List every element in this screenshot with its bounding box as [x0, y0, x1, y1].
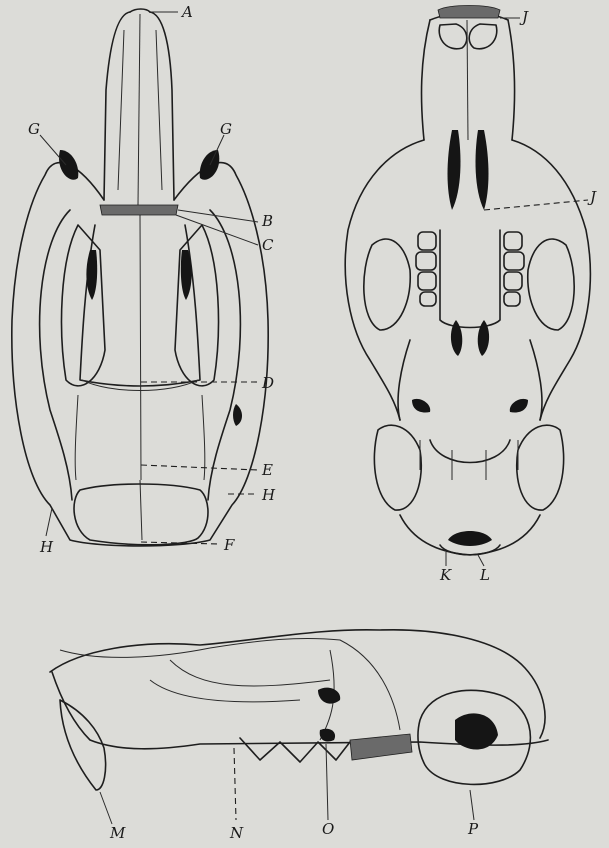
label-P: P [467, 820, 479, 838]
label-F: F [223, 536, 235, 554]
label-K: K [439, 566, 452, 584]
molar-row-right [504, 232, 524, 306]
label-J-middle: J [587, 188, 597, 206]
skull-ventral-view [345, 6, 590, 567]
label-L: L [479, 566, 490, 584]
label-A: A [180, 3, 193, 21]
label-H-right: H [261, 486, 276, 504]
label-B: B [261, 212, 273, 230]
label-N: N [229, 824, 244, 842]
label-H-left: H [39, 538, 54, 556]
label-G-left: G [28, 120, 40, 138]
figure-labels: A B C D E H F G G H J J K L M N O P [28, 3, 597, 842]
label-G-right: G [220, 120, 232, 138]
label-D: D [261, 374, 274, 392]
skull-dorsal-view [12, 9, 268, 546]
label-J-top: J [519, 8, 529, 26]
label-E: E [261, 461, 273, 479]
label-M: M [109, 824, 126, 842]
label-C: C [262, 236, 274, 254]
label-O: O [322, 820, 334, 838]
molar-row-left [416, 232, 436, 306]
skull-lateral-view [50, 630, 548, 824]
